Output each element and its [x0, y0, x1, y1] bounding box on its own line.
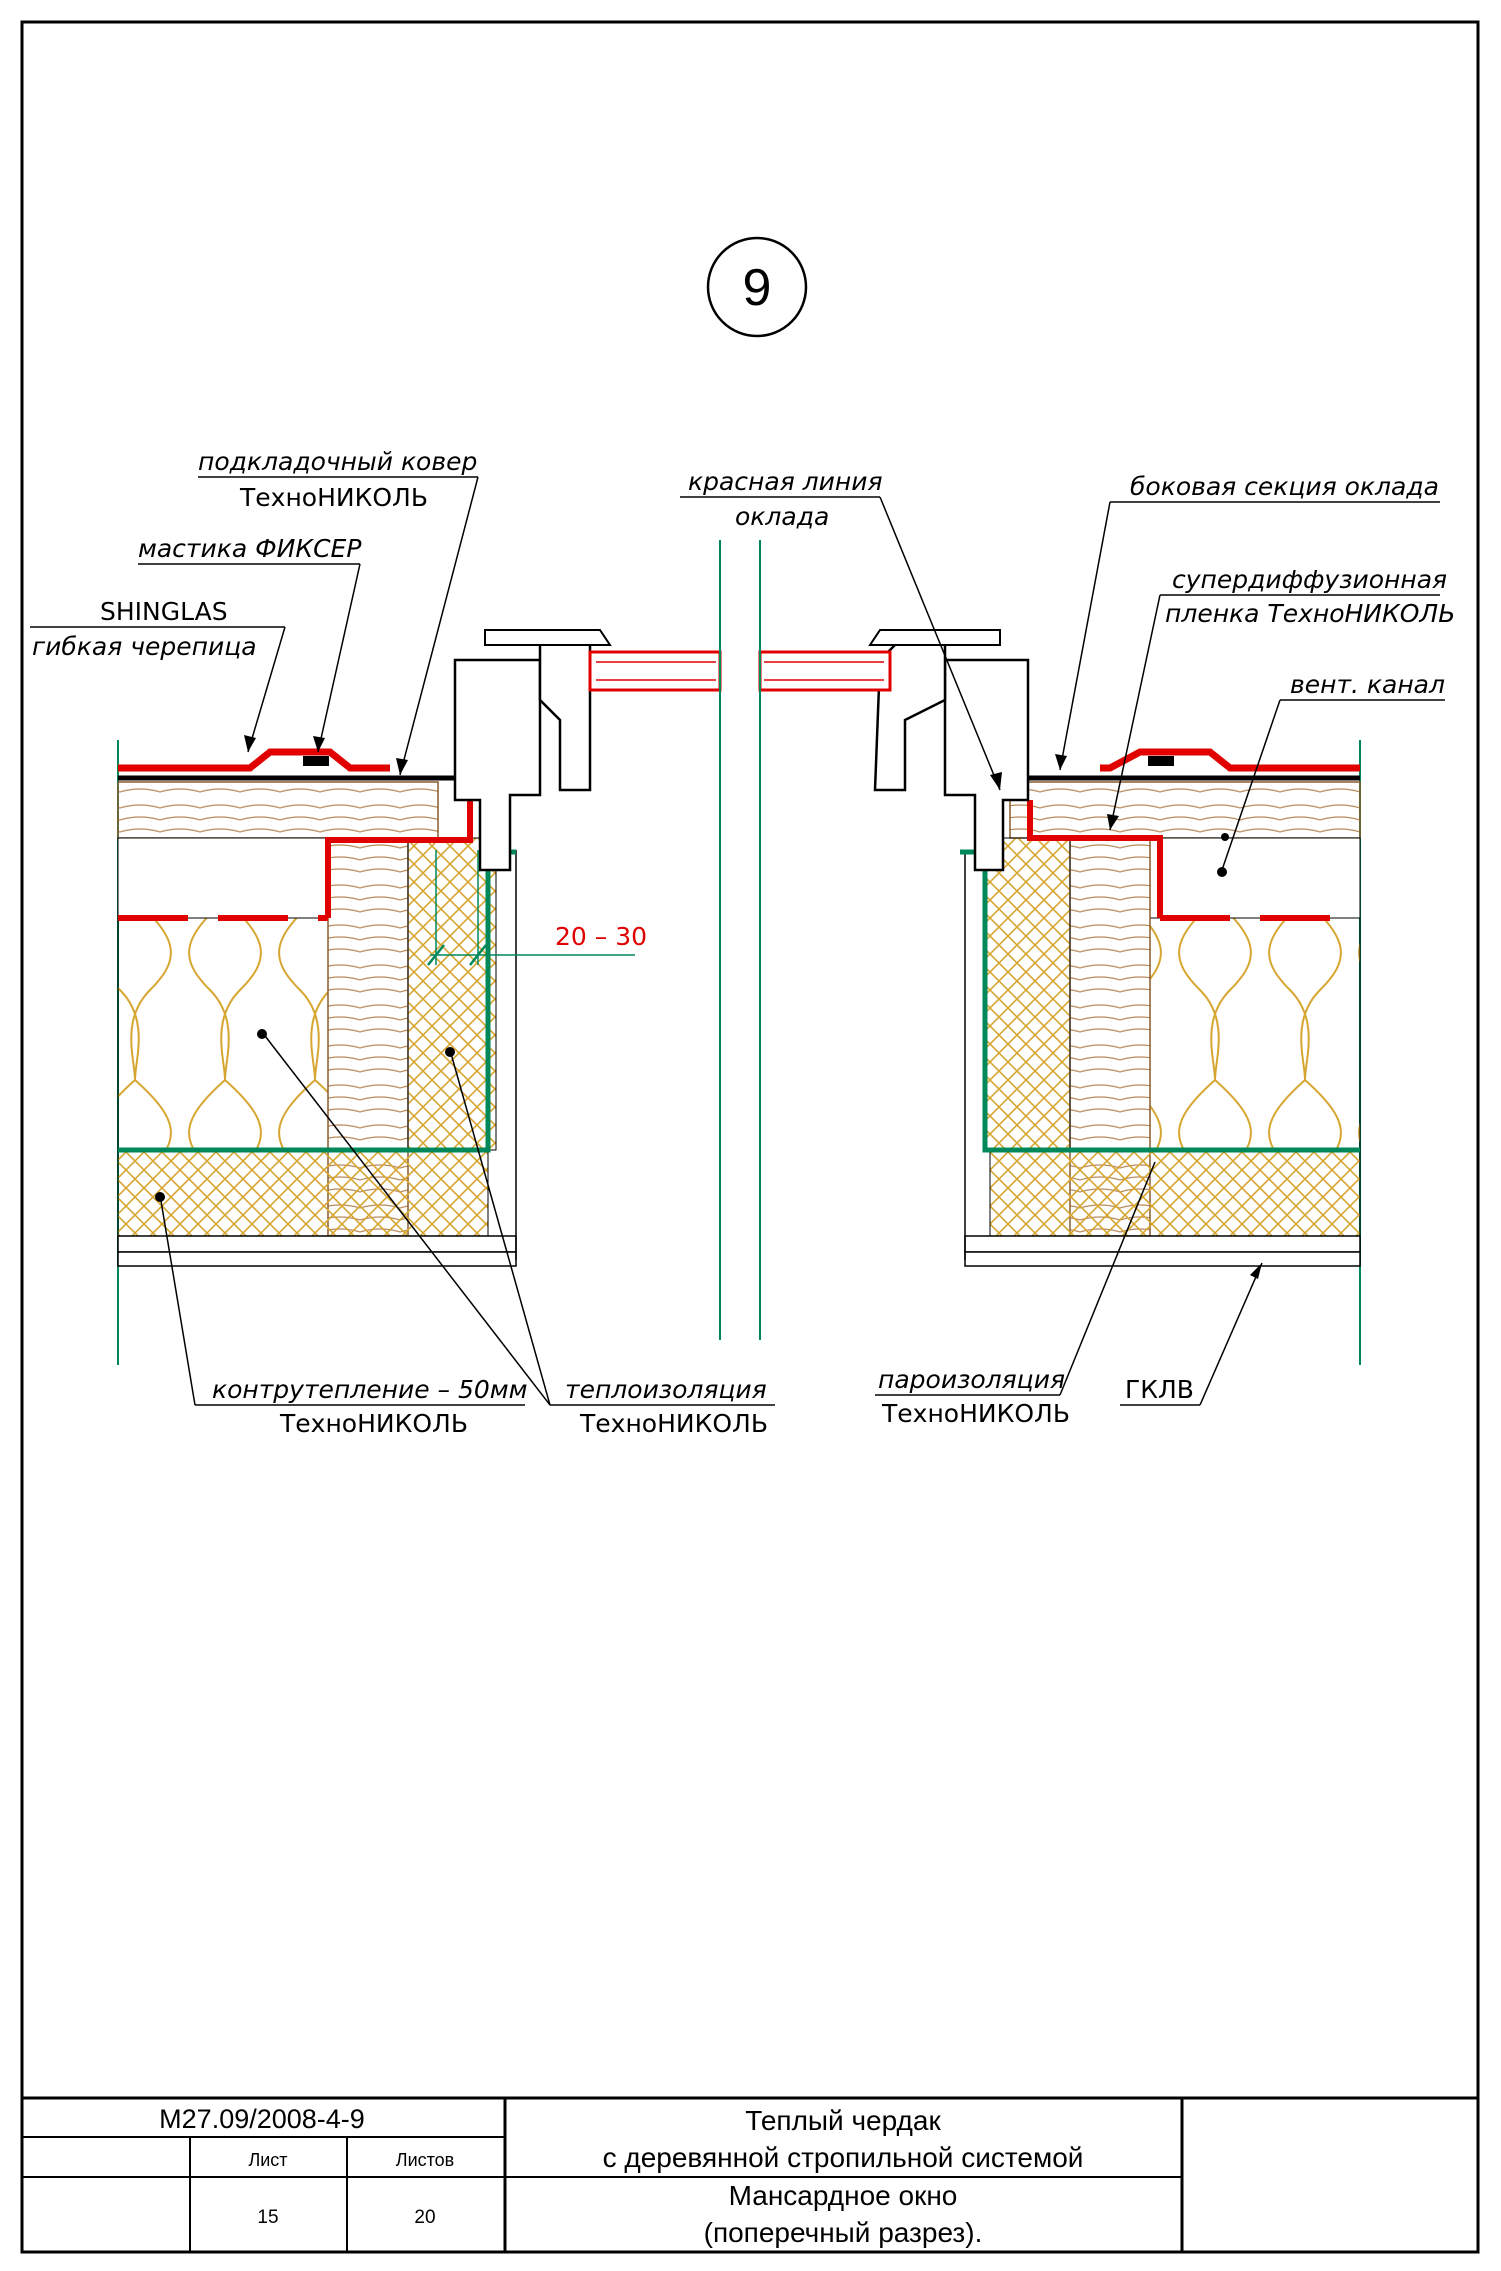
- left-mastic: [303, 756, 329, 766]
- sheets-label: Листов: [396, 2150, 454, 2170]
- window-frame-right: [758, 629, 1030, 872]
- window-frame-left: [453, 629, 722, 872]
- label-underlay-2: ТехноНИКОЛЬ: [239, 483, 428, 512]
- right-glazing: [758, 650, 892, 692]
- leader-dots: [155, 833, 1229, 1202]
- right-mastic: [1148, 756, 1174, 766]
- label-vapor-1: пароизоляция: [878, 1365, 1065, 1394]
- label-red-line-1: красная линия: [688, 467, 883, 496]
- label-insulation-1: теплоизоляция: [565, 1375, 767, 1404]
- left-insulation-main: [117, 917, 329, 1151]
- right-gklv-board: [964, 1251, 1361, 1267]
- detail-number: 9: [743, 259, 772, 317]
- label-membrane-2: пленка ТехноНИКОЛЬ: [1165, 599, 1455, 628]
- dimension-gap: 20 – 30: [427, 850, 647, 966]
- sheets-value: 20: [414, 2207, 435, 2228]
- label-vent-channel: вент. канал: [1290, 670, 1445, 699]
- label-counter-insulation-2: ТехноНИКОЛЬ: [279, 1409, 468, 1438]
- detail-number-marker: 9: [706, 236, 808, 338]
- label-shinglas-1: SHINGLAS: [100, 597, 228, 626]
- right-shingles: [1100, 748, 1360, 772]
- left-roof-boards: [117, 781, 439, 839]
- right-roof-boards: [1009, 781, 1361, 839]
- subtitle-line-2: (поперечный разрез).: [704, 2217, 983, 2248]
- left-membrane: [325, 800, 473, 918]
- label-vapor-2: ТехноНИКОЛЬ: [881, 1399, 1070, 1428]
- sheet-border: [20, 20, 1480, 2254]
- doc-code: М27.09/2008-4-9: [159, 2104, 365, 2134]
- left-counter-insulation: [117, 1149, 489, 1237]
- leaders: [30, 476, 1445, 1406]
- left-glazing: [588, 650, 722, 692]
- title-line-1: Теплый чердак: [745, 2105, 941, 2136]
- subtitle-line-1: Мансардное окно: [729, 2180, 958, 2211]
- roof-section: 20 – 30: [117, 540, 1361, 1365]
- title-line-2: с деревянной стропильной системой: [603, 2142, 1084, 2173]
- label-side-section: боковая секция оклада: [1130, 472, 1439, 501]
- left-shingles: [118, 748, 390, 772]
- sheet-label: Лист: [248, 2150, 287, 2170]
- right-membrane: [1027, 800, 1163, 918]
- right-counter-insulation: [989, 1149, 1361, 1237]
- label-membrane-1: супердиффузионная: [1172, 565, 1447, 594]
- label-shinglas-2: гибкая черепица: [32, 632, 257, 661]
- right-hatched-insulation: [984, 837, 1071, 1151]
- label-mastic: мастика ФИКСЕР: [138, 534, 362, 563]
- sheet-value: 15: [257, 2207, 278, 2228]
- left-gklv-board: [117, 1251, 517, 1267]
- dimension-label: 20 – 30: [555, 922, 647, 951]
- label-insulation-2: ТехноНИКОЛЬ: [579, 1409, 768, 1438]
- right-insulation-main: [1149, 917, 1361, 1151]
- label-red-line-2: оклада: [735, 502, 829, 531]
- left-hatched-insulation: [407, 837, 497, 1151]
- label-gklv: ГКЛВ: [1125, 1375, 1194, 1404]
- right-vapor-barrier: [960, 849, 1360, 1153]
- label-underlay-1: подкладочный ковер: [198, 447, 477, 476]
- label-counter-insulation-1: контрутепление – 50мм: [212, 1375, 528, 1404]
- title-block: [22, 2096, 1478, 2252]
- leader-arrows: [244, 735, 1262, 1279]
